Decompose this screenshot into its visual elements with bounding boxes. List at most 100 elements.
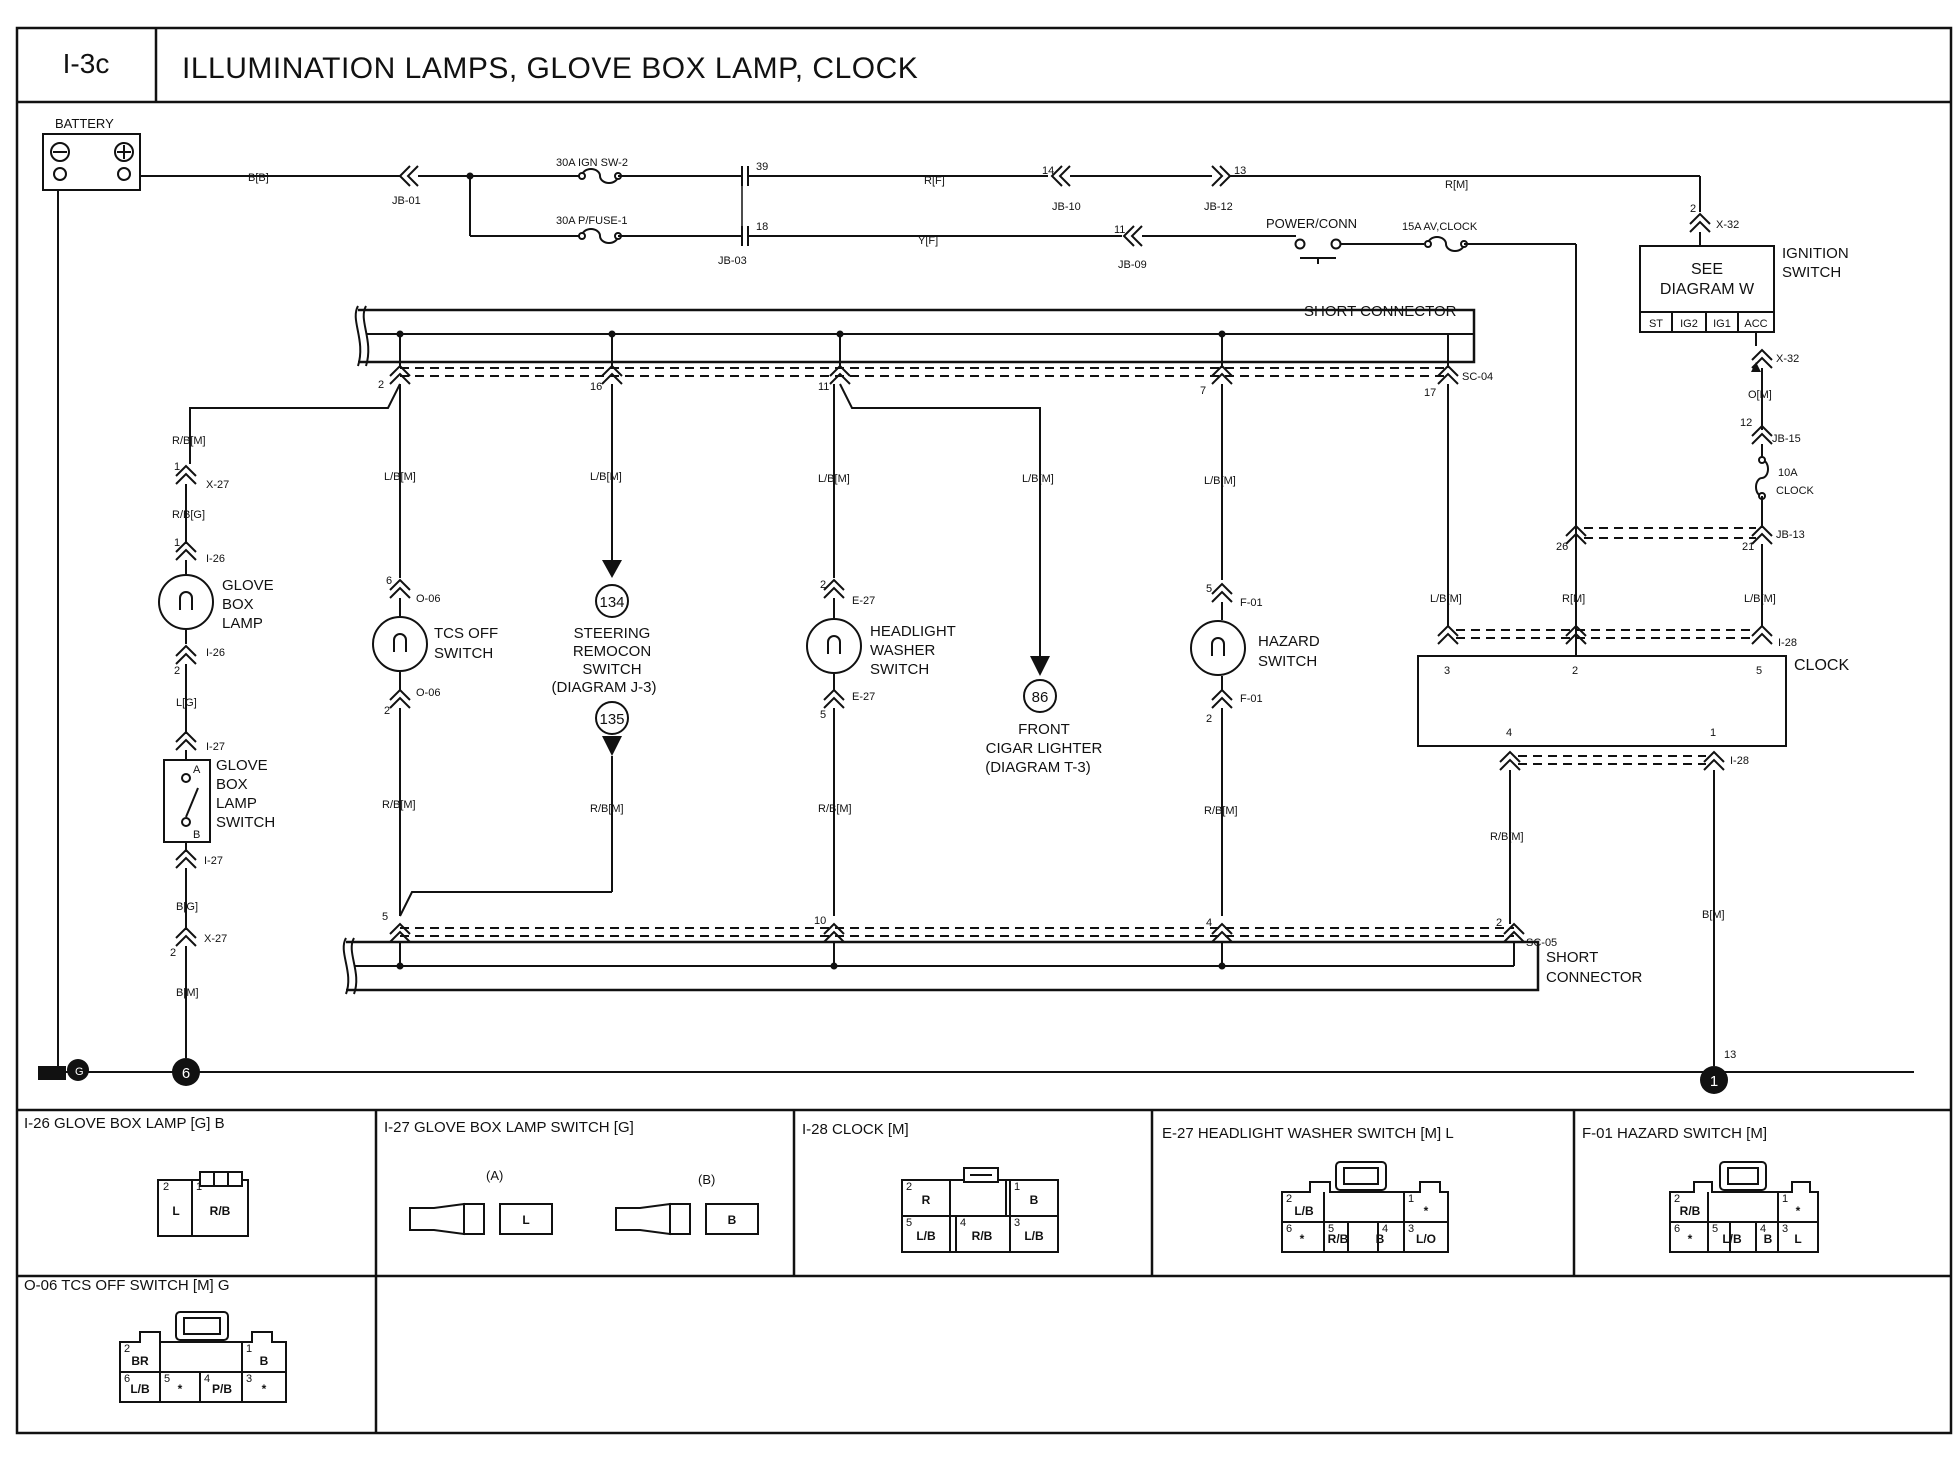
connector-face-i27-a: L <box>409 1202 553 1236</box>
tcs-label: SWITCH <box>434 645 493 662</box>
pin-number: 12 <box>1740 417 1752 429</box>
switch-label: LAMP <box>216 795 257 812</box>
ign-pos: IG2 <box>1680 318 1698 330</box>
battery-label: BATTERY <box>55 116 114 131</box>
steering-label: (DIAGRAM J-3) <box>552 679 657 696</box>
av-clock-fuse <box>1424 236 1468 252</box>
steering-label: REMOCON <box>573 643 651 660</box>
ignition-diagram-ref: DIAGRAM W <box>1660 281 1755 298</box>
pin-cell: B <box>1376 1232 1385 1246</box>
pin-number: 2 <box>124 1343 130 1355</box>
wire-label: L/B[M] <box>590 471 622 483</box>
pin-number: 1 <box>174 461 180 473</box>
connector-label: X-27 <box>206 479 229 491</box>
power-conn-label: POWER/CONN <box>1266 216 1357 231</box>
pin-cell: L/B <box>1722 1232 1742 1246</box>
wire-label: B[G] <box>176 901 198 913</box>
ign-pos: IG1 <box>1713 318 1731 330</box>
pin-number: 1 <box>1710 727 1716 739</box>
connector-label: X-32 <box>1776 353 1799 365</box>
connector-label: X-27 <box>204 933 227 945</box>
pfuse <box>578 228 622 244</box>
conn-title-i28: I-28 CLOCK [M] <box>802 1121 909 1138</box>
pin-number: 5 <box>382 911 388 923</box>
svg-text:G: G <box>75 1066 84 1078</box>
tcs-off-switch-lamp <box>372 616 428 672</box>
ref-86 <box>1023 679 1057 713</box>
pin-number: 10 <box>814 915 826 927</box>
pin-cell: L/B <box>916 1229 936 1243</box>
fuse-label: 15A AV,CLOCK <box>1402 221 1478 233</box>
clock-fuse <box>1755 459 1769 497</box>
pin-cell: P/B <box>212 1382 232 1396</box>
short-connector-top <box>358 308 1476 364</box>
connector-label: F-01 <box>1240 693 1263 705</box>
short-connector-top-label: SHORT CONNECTOR <box>1304 303 1457 320</box>
connector-label: JB-01 <box>392 195 421 207</box>
pin-number: 1 <box>1014 1181 1020 1193</box>
ign-pos: ACC <box>1744 318 1767 330</box>
pin-number: 2 <box>384 705 390 717</box>
connector-face-i26: L R/B 2 1 <box>157 1171 249 1237</box>
ref-number: 135 <box>599 711 624 728</box>
short-connector-bottom <box>346 940 1540 992</box>
wire-label: R/B[G] <box>172 509 205 521</box>
ref-number: 134 <box>599 594 624 611</box>
connector-label: JB-03 <box>718 255 747 267</box>
connector-label: JB-12 <box>1204 201 1233 213</box>
pin-number: 4 <box>1206 917 1212 929</box>
wire-label: R/B[M] <box>1490 831 1524 843</box>
conn-title-i27: I-27 GLOVE BOX LAMP SWITCH [G] <box>384 1119 634 1136</box>
pin-number: 3 <box>246 1373 252 1385</box>
pin-number: 5 <box>164 1373 170 1385</box>
headlight-label: HEADLIGHT <box>870 623 956 640</box>
pin-cell: R/B <box>210 1204 231 1218</box>
connector-label: JB-10 <box>1052 201 1081 213</box>
headlight-washer-switch-lamp <box>806 618 862 674</box>
connector-label: I-28 <box>1730 755 1749 767</box>
clock-label: CLOCK <box>1794 657 1849 674</box>
connector-label: F-01 <box>1240 597 1263 609</box>
wire-label: R/B[M] <box>1204 805 1238 817</box>
connector-label: I-26 <box>206 647 225 659</box>
pin-number: 2 <box>820 579 826 591</box>
pin-cell: * <box>262 1382 267 1396</box>
ignition-label: SWITCH <box>1782 264 1841 281</box>
pin-number: 3 <box>1408 1223 1414 1235</box>
pin-number: 2 <box>170 947 176 959</box>
pin-number: 5 <box>820 709 826 721</box>
wire-label: R/B[M] <box>818 803 852 815</box>
ref-134 <box>595 584 629 618</box>
pin-number: 13 <box>1724 1049 1736 1061</box>
pin-number: 1 <box>246 1343 252 1355</box>
wire-label: Y[F] <box>918 235 938 247</box>
connector-face-f01: 2 1 6 5 4 3 R/B * * L/B B L <box>1669 1161 1819 1253</box>
conn-side-label: (B) <box>698 1172 715 1187</box>
pin-number: 2 <box>1690 203 1696 215</box>
conn-title-f01: F-01 HAZARD SWITCH [M] <box>1582 1125 1767 1142</box>
fuse-label: 30A IGN SW-2 <box>556 157 628 169</box>
ign-pos: ST <box>1649 318 1663 330</box>
ground-number: 6 <box>182 1065 190 1082</box>
ground-6 <box>172 1058 200 1086</box>
steering-label: STEERING <box>574 625 651 642</box>
wire-label: L/B[M] <box>818 473 850 485</box>
connector-label: I-27 <box>204 855 223 867</box>
conn-title-o06: O-06 TCS OFF SWITCH [M] G <box>24 1277 230 1294</box>
fuse-label: 10A <box>1778 467 1798 479</box>
diagram-code: I-3c <box>63 48 110 79</box>
pin-cell: L <box>172 1204 179 1218</box>
glove-box-lamp <box>158 574 214 630</box>
pin-number: 4 <box>960 1217 966 1229</box>
connector-label: I-27 <box>206 741 225 753</box>
pin-number: 5 <box>906 1217 912 1229</box>
ignition-label: IGNITION <box>1782 245 1849 262</box>
pin-number: 7 <box>1200 385 1206 397</box>
short-connector-bottom-label: SHORT <box>1546 949 1598 966</box>
ground-1 <box>1700 1066 1728 1094</box>
wire-label: L/B[M] <box>1744 593 1776 605</box>
pin-number: 5 <box>1206 583 1212 595</box>
switch-label: GLOVE <box>216 757 268 774</box>
pin-number: 3 <box>1014 1217 1020 1229</box>
